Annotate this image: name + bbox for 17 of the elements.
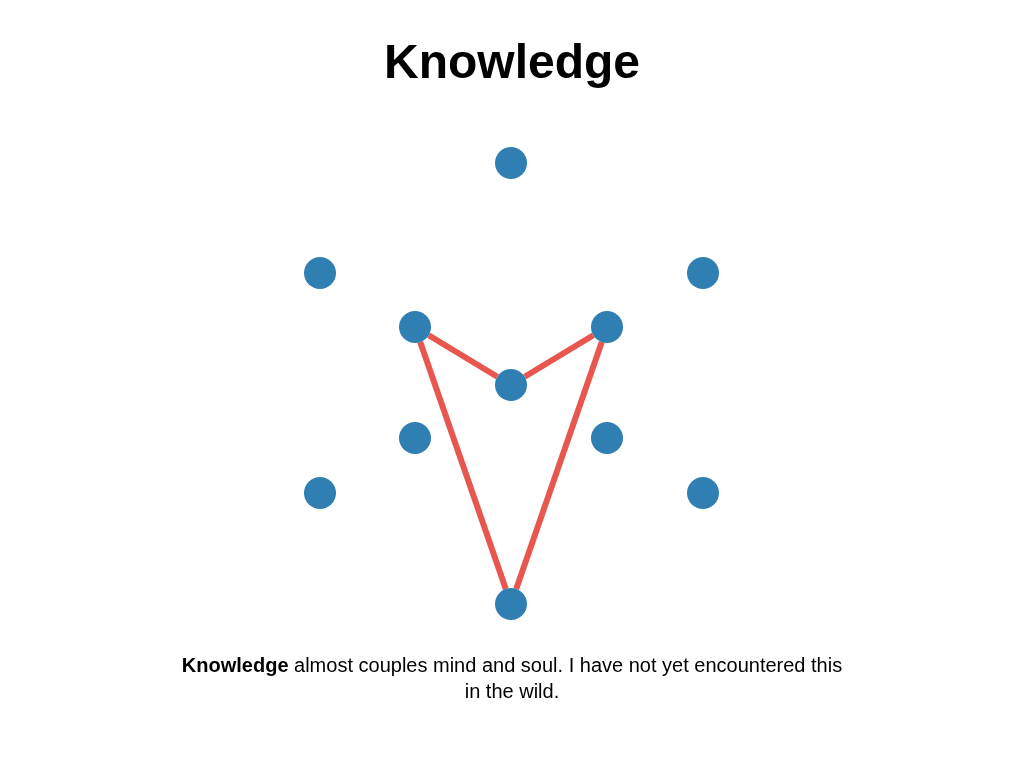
connector-line bbox=[427, 332, 499, 380]
caption: Knowledge almost couples mind and soul. I have not yet encountered this in the wild. bbox=[180, 653, 844, 704]
dot-icon bbox=[591, 311, 623, 343]
dot-icon bbox=[687, 257, 719, 289]
dot-icon bbox=[304, 477, 336, 509]
dot-icon bbox=[495, 588, 527, 620]
dot-icon bbox=[687, 477, 719, 509]
dot-icon bbox=[399, 422, 431, 454]
dot-icon bbox=[591, 422, 623, 454]
dot-icon bbox=[399, 311, 431, 343]
connector-line bbox=[417, 341, 509, 590]
dot-icon bbox=[495, 369, 527, 401]
connector-line bbox=[513, 341, 605, 590]
title: Knowledge bbox=[384, 34, 640, 90]
dot-icon bbox=[495, 147, 527, 179]
connector-line bbox=[523, 332, 595, 380]
dot-icon bbox=[304, 257, 336, 289]
